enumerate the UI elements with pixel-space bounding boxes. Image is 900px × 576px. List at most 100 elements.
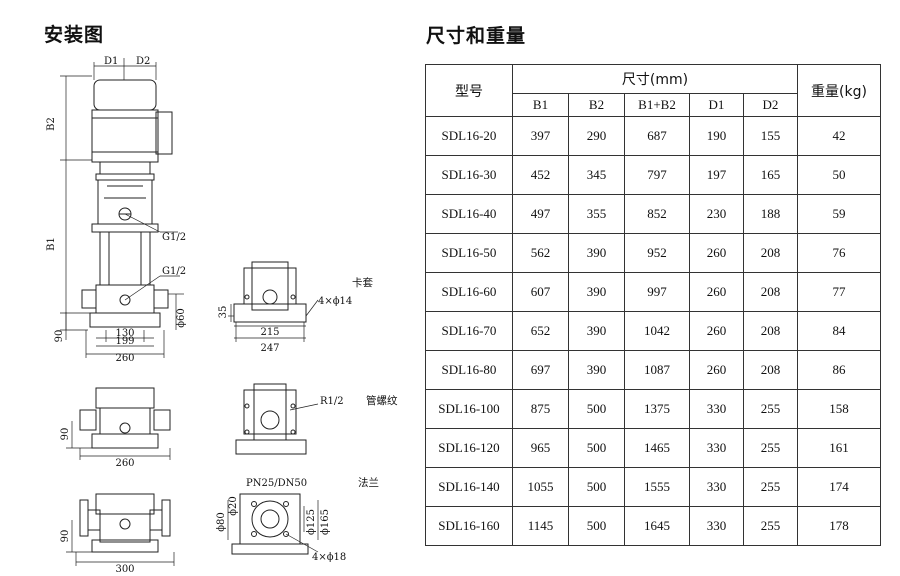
cell-model: SDL16-140 <box>425 467 513 507</box>
cell-d2: 208 <box>743 311 798 351</box>
cell-model: SDL16-70 <box>425 311 513 351</box>
label-dim-247: 247 <box>260 343 279 354</box>
cell-b12: 1042 <box>624 311 690 351</box>
cell-b2: 345 <box>568 155 625 195</box>
cell-b2: 290 <box>568 116 625 156</box>
cell-b12: 797 <box>624 155 690 195</box>
label-dim-90-mid: 90 <box>60 428 71 441</box>
cell-d1: 260 <box>689 311 744 351</box>
label-r12: R1/2 <box>320 396 344 407</box>
label-b1: B1 <box>46 237 57 251</box>
cell-d2: 255 <box>743 428 798 468</box>
label-d2: D2 <box>136 56 150 67</box>
cell-model: SDL16-160 <box>425 506 513 546</box>
cell-w: 84 <box>797 311 881 351</box>
label-dim-phi125: ϕ125 <box>306 509 317 535</box>
cell-b12: 1555 <box>624 467 690 507</box>
cell-d1: 330 <box>689 389 744 429</box>
cell-w: 59 <box>797 194 881 234</box>
header-weight: 重量(kg) <box>797 64 881 117</box>
cell-model: SDL16-40 <box>425 194 513 234</box>
cell-d2: 208 <box>743 350 798 390</box>
label-dim-35: 35 <box>218 306 229 319</box>
cell-b1: 497 <box>512 194 569 234</box>
label-dim-215: 215 <box>260 327 279 338</box>
label-dim-phi20: ϕ20 <box>228 496 239 516</box>
cell-b1: 697 <box>512 350 569 390</box>
header-b2: B2 <box>568 93 625 117</box>
cell-d1: 197 <box>689 155 744 195</box>
cell-w: 161 <box>797 428 881 468</box>
label-dim-199: 199 <box>115 336 134 347</box>
cell-w: 50 <box>797 155 881 195</box>
cell-d2: 255 <box>743 467 798 507</box>
cell-model: SDL16-80 <box>425 350 513 390</box>
cell-model: SDL16-50 <box>425 233 513 273</box>
dimensions-table: 型号 尺寸(mm) 重量(kg) B1 B2 B1+B2 D1 D2 SDL16… <box>425 64 881 546</box>
cell-w: 178 <box>797 506 881 546</box>
label-dim-phi80: ϕ80 <box>216 512 227 532</box>
cell-b12: 952 <box>624 233 690 273</box>
cell-model: SDL16-20 <box>425 116 513 156</box>
cell-d1: 330 <box>689 428 744 468</box>
cell-d1: 330 <box>689 467 744 507</box>
label-dim-phi60: ϕ60 <box>176 308 187 328</box>
cell-b12: 1645 <box>624 506 690 546</box>
cell-b2: 390 <box>568 272 625 312</box>
header-d1: D1 <box>689 93 744 117</box>
label-clamp: 卡套 <box>352 276 373 289</box>
label-pn: PN25/DN50 <box>246 478 307 489</box>
label-dim-260-mid: 260 <box>115 458 134 469</box>
cell-d2: 208 <box>743 233 798 273</box>
cell-b12: 1465 <box>624 428 690 468</box>
label-dim-130: 130 <box>115 328 134 339</box>
cell-b2: 500 <box>568 506 625 546</box>
header-model: 型号 <box>425 64 513 117</box>
installation-drawing-title: 安装图 <box>44 24 105 46</box>
cell-b1: 1145 <box>512 506 569 546</box>
label-dim-260-main: 260 <box>115 353 134 364</box>
cell-b2: 390 <box>568 233 625 273</box>
label-g-upper: G1/2 <box>162 232 186 243</box>
cell-b1: 397 <box>512 116 569 156</box>
header-b1-b2: B1+B2 <box>624 93 690 117</box>
cell-b12: 1375 <box>624 389 690 429</box>
cell-b1: 652 <box>512 311 569 351</box>
cell-b1: 452 <box>512 155 569 195</box>
installation-drawing: D1 D2 B2 B1 G1/2 G1/2 90 130 199 260 ϕ60… <box>46 56 398 575</box>
label-flange: 法兰 <box>358 476 379 489</box>
label-hole-18: 4×ϕ18 <box>312 552 346 563</box>
cell-b2: 500 <box>568 389 625 429</box>
label-g-lower: G1/2 <box>162 266 186 277</box>
cell-b2: 390 <box>568 311 625 351</box>
dimensions-weight-title: 尺寸和重量 <box>426 25 527 47</box>
cell-b12: 997 <box>624 272 690 312</box>
cell-d2: 255 <box>743 389 798 429</box>
cell-d2: 165 <box>743 155 798 195</box>
label-dim-90-main: 90 <box>54 330 65 343</box>
header-size: 尺寸(mm) <box>512 64 798 94</box>
label-dim-300: 300 <box>115 564 134 575</box>
cell-d2: 208 <box>743 272 798 312</box>
cell-model: SDL16-120 <box>425 428 513 468</box>
cell-d1: 330 <box>689 506 744 546</box>
header-b1: B1 <box>512 93 569 117</box>
label-d1: D1 <box>104 56 118 67</box>
cell-model: SDL16-60 <box>425 272 513 312</box>
label-b2: B2 <box>46 117 57 131</box>
cell-model: SDL16-30 <box>425 155 513 195</box>
label-hole-14: 4×ϕ14 <box>318 296 352 307</box>
cell-d1: 260 <box>689 272 744 312</box>
cell-w: 174 <box>797 467 881 507</box>
cell-d1: 230 <box>689 194 744 234</box>
cell-w: 158 <box>797 389 881 429</box>
cell-d1: 260 <box>689 350 744 390</box>
